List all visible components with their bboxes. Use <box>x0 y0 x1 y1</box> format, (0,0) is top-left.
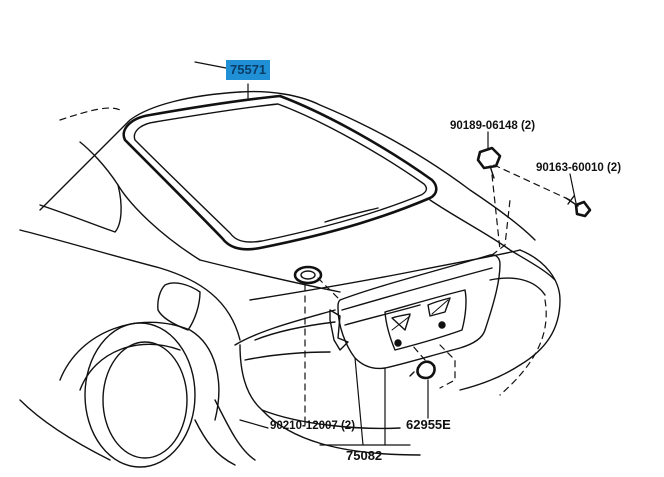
garnish-bolt-left <box>394 339 402 347</box>
roof-line <box>39 91 241 211</box>
screw-right-head <box>574 200 592 218</box>
tire-ground <box>19 399 111 461</box>
label-90163-60010[interactable]: 90163-60010 (2) <box>536 162 622 174</box>
screw-right-thread <box>565 197 579 207</box>
bumper-lower <box>261 409 421 456</box>
label-75571[interactable]: 75571 <box>226 60 271 80</box>
trunk-lid-front <box>199 259 341 293</box>
dash-garnish-right-top <box>491 199 511 256</box>
dash-clip-up <box>411 344 426 361</box>
license-hatch-2 <box>431 299 449 315</box>
garnish-ridge <box>344 304 421 326</box>
leader-90163 <box>569 173 577 204</box>
upper-body-line <box>239 90 536 241</box>
rear-bumper-upper <box>234 309 336 346</box>
rear-tire <box>84 322 196 468</box>
c-pillar-line <box>117 184 201 261</box>
leader-75082-up-left <box>354 357 364 446</box>
leader-90210-left <box>239 419 269 429</box>
label-90189-06148[interactable]: 90189-06148 (2) <box>450 120 536 132</box>
dash-bolt-down <box>491 174 501 251</box>
rear-bumper <box>239 344 401 430</box>
garnish-bolt-right <box>438 321 446 329</box>
bolt-upper-head <box>476 146 502 170</box>
screw-right-thread-2 <box>567 195 575 205</box>
taillight-left <box>254 321 336 341</box>
license-hatch-1 <box>391 315 411 331</box>
window-defogger <box>324 207 379 223</box>
trunk-lid-rear <box>249 249 521 301</box>
taillight-right <box>489 277 546 296</box>
label-62955e[interactable]: 62955E <box>406 417 451 432</box>
fuel-door <box>157 282 201 331</box>
dash-clip-right <box>439 344 456 389</box>
bumper-right <box>499 299 547 396</box>
label-90210-12007[interactable]: 90210-12007 (2) <box>270 420 356 432</box>
dash-grommet-right <box>317 277 341 301</box>
garnish-rim <box>341 267 493 311</box>
quarter-window <box>39 141 122 233</box>
leader-75571-left <box>194 61 227 69</box>
back-window-outer <box>122 94 438 251</box>
grommet-hole <box>293 265 323 285</box>
mudflap-2 <box>214 399 256 461</box>
trunk-lid-edge <box>429 199 556 281</box>
clip-lower-stem <box>409 371 415 377</box>
garnish-side-bracket <box>329 309 349 351</box>
bumper-side <box>459 249 561 391</box>
rear-rim <box>102 341 188 459</box>
license-bracket-left <box>391 313 411 331</box>
taillight-left-lower <box>244 351 331 361</box>
back-window-inner <box>133 103 428 243</box>
quarter-panel <box>19 229 241 341</box>
mudflap <box>194 419 236 466</box>
label-75082[interactable]: 75082 <box>346 448 383 463</box>
grommet-hole-inner <box>300 270 316 280</box>
license-bracket-right <box>427 297 451 317</box>
license-recess <box>384 289 467 351</box>
clip-lower-body <box>416 360 436 380</box>
garnish-outer <box>337 254 501 370</box>
wheel-arch-inner <box>79 343 181 391</box>
roof-outer-line <box>59 107 121 121</box>
dash-bolt-to-screw <box>493 164 571 201</box>
bolt-upper-shank <box>489 165 495 179</box>
